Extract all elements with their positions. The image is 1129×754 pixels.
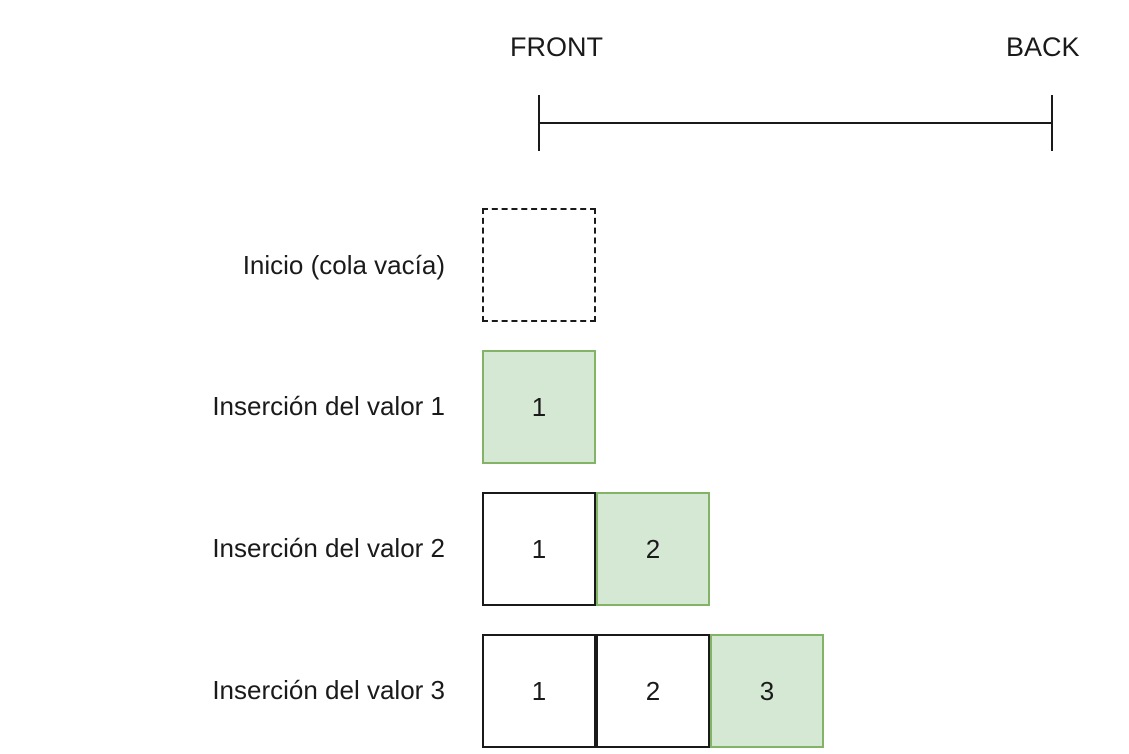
back-label: BACK: [1006, 32, 1080, 62]
back-tick: [1051, 95, 1053, 151]
queue-cell: 1: [482, 492, 596, 606]
front-tick: [538, 95, 540, 151]
queue-cell: 2: [596, 634, 710, 748]
row-label-inicio: Inicio (cola vacía): [242, 250, 445, 280]
row-label-insert-3: Inserción del valor 3: [212, 675, 445, 705]
queue-cell-new: 3: [710, 634, 824, 748]
empty-queue-slot: [482, 208, 596, 322]
queue-cell: 1: [482, 634, 596, 748]
row-label-insert-2: Inserción del valor 2: [212, 533, 445, 563]
front-label: FRONT: [510, 32, 603, 62]
queue-cell-new: 2: [596, 492, 710, 606]
queue-cell-new: 1: [482, 350, 596, 464]
queue-span-line: [539, 122, 1052, 124]
row-label-insert-1: Inserción del valor 1: [212, 391, 445, 421]
